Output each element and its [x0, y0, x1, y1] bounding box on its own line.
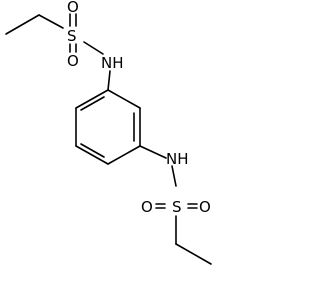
atom-label-o1: O: [67, 0, 79, 16]
bond: [139, 145, 167, 159]
bond: [75, 89, 109, 109]
bond: [107, 89, 141, 109]
bond: [5, 14, 40, 35]
atom-labels: S O O NH NH S O O: [67, 0, 211, 216]
bond: [83, 41, 104, 55]
atom-label-o4: O: [199, 198, 211, 216]
bond: [171, 165, 177, 187]
bond: [80, 96, 105, 111]
bond: [38, 14, 64, 29]
atom-label-s2: S: [172, 198, 182, 216]
atom-label-s1: S: [67, 27, 77, 45]
structure-diagram: S O O NH NH S O O: [5, 0, 212, 265]
bond: [107, 70, 111, 91]
bond: [75, 145, 109, 165]
bond: [80, 143, 105, 158]
bond-lines: [5, 13, 212, 265]
bond: [107, 145, 141, 165]
atom-label-n1: NH: [101, 54, 124, 72]
atom-label-o3: O: [141, 198, 153, 216]
bond: [175, 243, 212, 265]
atom-label-n2: NH: [166, 150, 189, 168]
atom-label-o2: O: [67, 52, 79, 70]
